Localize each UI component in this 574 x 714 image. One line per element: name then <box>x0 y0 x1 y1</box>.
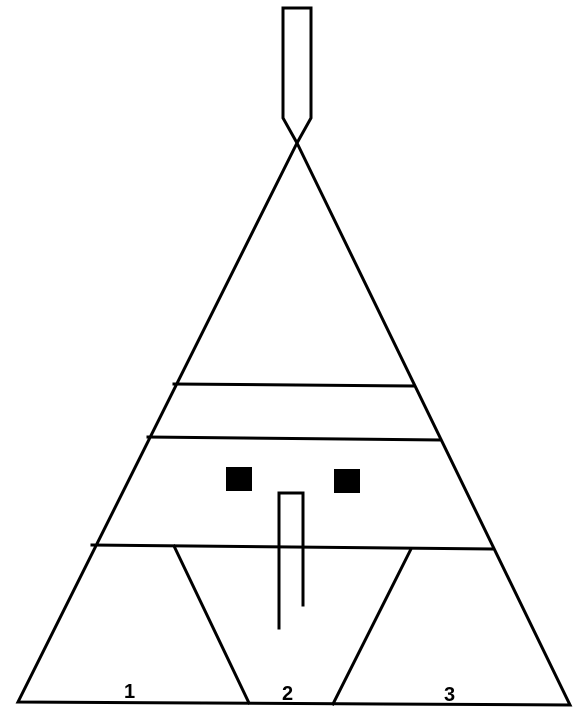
region-label-3: 3 <box>444 684 455 706</box>
band-line-upper <box>174 384 414 386</box>
region-label-2: 2 <box>282 683 293 705</box>
region-label-1: 1 <box>124 681 135 703</box>
band-line-lower <box>92 545 492 549</box>
divider-left <box>174 546 249 703</box>
top-tab <box>283 8 311 143</box>
left-eye <box>226 467 252 491</box>
right-eye <box>334 469 360 493</box>
outer-triangle <box>18 143 570 705</box>
nose <box>279 493 303 628</box>
band-line-middle <box>148 437 440 440</box>
divider-right <box>333 549 411 704</box>
